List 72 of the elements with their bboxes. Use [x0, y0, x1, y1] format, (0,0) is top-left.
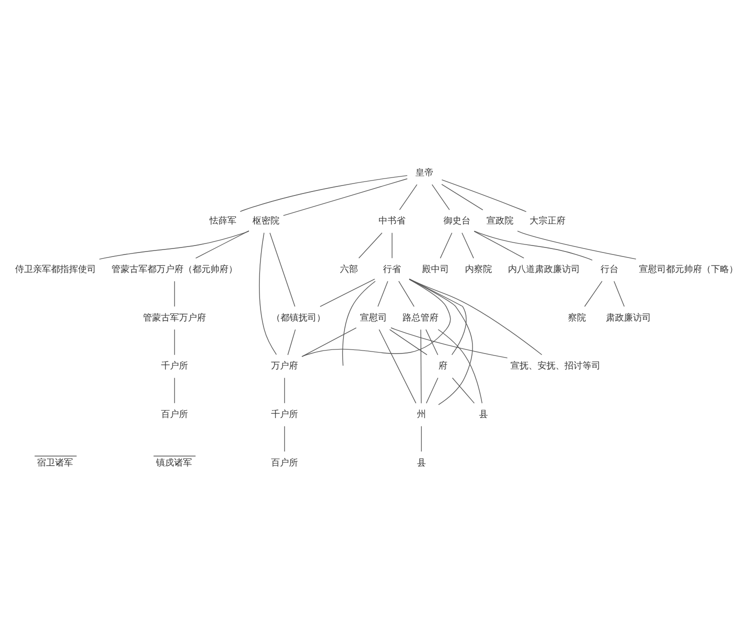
node-text: 肃政廉访司	[606, 312, 651, 323]
node-text: 枢密院	[252, 216, 280, 226]
connector	[461, 232, 474, 258]
connector	[286, 328, 296, 355]
node-text: 万户府	[270, 361, 298, 372]
connector	[258, 232, 276, 354]
connector	[358, 232, 382, 258]
connector	[425, 377, 438, 404]
label: 宿卫诸军	[36, 458, 73, 468]
node-text: 路总管府	[402, 312, 438, 323]
connector	[388, 328, 427, 355]
connector	[516, 230, 636, 259]
node-text: 侍卫亲军都指挥使司	[14, 264, 96, 275]
connector	[440, 183, 483, 210]
connector	[391, 232, 392, 258]
node-text: 殿中司	[421, 264, 448, 275]
connector	[239, 174, 408, 212]
connector	[473, 230, 592, 260]
node-text: 行省	[382, 264, 401, 275]
node-text: 中书省	[378, 216, 406, 226]
node-text: 百户所	[160, 410, 188, 420]
connector	[452, 377, 474, 404]
connector	[269, 232, 295, 306]
connector	[439, 232, 452, 258]
node-text: 宣慰司	[360, 312, 387, 323]
connector	[420, 328, 422, 404]
connector	[390, 326, 508, 358]
node-text: 州	[416, 410, 426, 420]
node-text: 皇帝	[415, 168, 434, 178]
node-text: 管蒙古军万户府	[142, 312, 206, 323]
connector	[301, 278, 450, 356]
connector	[398, 280, 414, 306]
node-text: （都镇抚司）	[271, 312, 326, 323]
node-text: 宣政院	[486, 216, 514, 226]
node-text: 县	[416, 458, 426, 468]
connector	[420, 425, 422, 452]
connector	[408, 278, 472, 405]
connector	[194, 230, 249, 258]
connector	[98, 230, 249, 260]
node-text: 宣抚、安抚、招讨等司	[510, 361, 600, 372]
connector	[342, 280, 376, 366]
connector	[377, 280, 388, 306]
connector	[437, 328, 482, 404]
node-text: 怯薛军	[208, 216, 236, 226]
connector	[319, 278, 375, 306]
connector	[425, 328, 438, 355]
connector	[408, 278, 542, 355]
node-text: 宣慰司都元帅府（下略）	[638, 264, 738, 275]
connector	[473, 230, 524, 258]
connector	[613, 280, 624, 306]
node-text: 千户所	[160, 361, 188, 372]
connector	[301, 326, 356, 356]
node-text: 内八道肃政廉访司	[508, 264, 580, 275]
connector	[584, 280, 602, 306]
node-text: 府	[438, 361, 447, 372]
node-text: 察院	[568, 312, 586, 323]
node-text: 大宗正府	[528, 216, 565, 226]
connector	[408, 278, 466, 355]
connector	[440, 178, 526, 212]
connector	[431, 184, 450, 210]
node-text: 百户所	[270, 458, 298, 468]
label: 镇戍诸军	[156, 458, 192, 468]
node-text: 六部	[339, 264, 358, 275]
connector	[282, 178, 408, 216]
node-text: 御史台	[442, 216, 470, 226]
connector	[378, 328, 416, 404]
node-text: 千户所	[270, 410, 298, 420]
node-text: 管蒙古军都万户府（都元帅府）	[111, 264, 238, 275]
node-text: 内察院	[464, 264, 492, 275]
node-text: 行台	[600, 264, 618, 275]
node-text: 县	[478, 410, 488, 420]
connector	[398, 184, 417, 210]
